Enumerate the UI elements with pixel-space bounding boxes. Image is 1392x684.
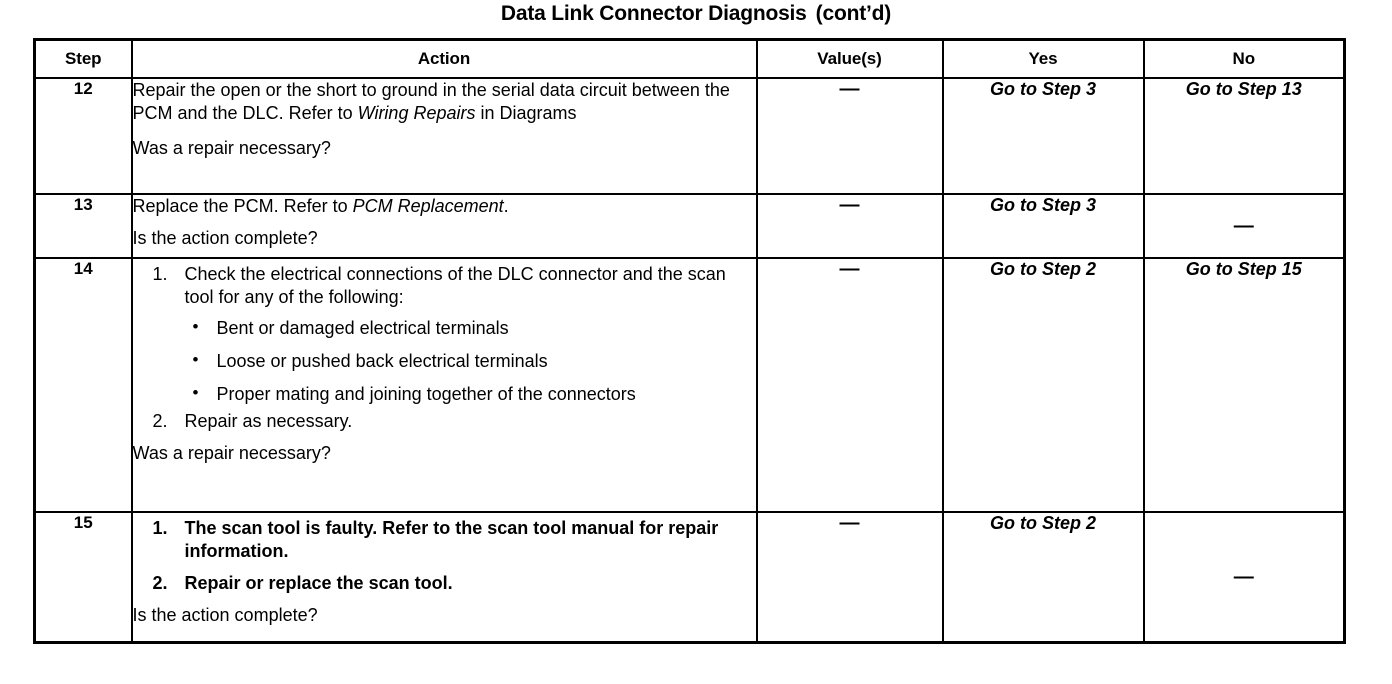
value-cell: — [755,193,944,259]
action-text-italic: PCM Replacement [352,196,504,216]
list-item-text: Proper mating and joining together of th… [216,383,636,404]
yes-branch: Go to Step 2 [941,511,1145,644]
table-row: 12 Repair the open or the short to groun… [33,77,1346,195]
action-content: 1. The scan tool is faulty. Refer to the… [130,511,758,644]
action-content: 1. Check the electrical connections of t… [130,257,758,513]
list-item-text: Loose or pushed back electrical terminal… [216,350,548,371]
bullet-icon: • [192,316,199,336]
action-numbered-list: 1. Check the electrical connections of t… [133,263,756,433]
action-numbered-list: 1. The scan tool is faulty. Refer to the… [133,517,756,595]
page-title-main: Data Link Connector Diagnosis [500,2,807,25]
value-cell: — [755,511,944,644]
list-item: 2. Repair as necessary. [133,410,756,433]
list-item-number: 2. [152,410,168,431]
step-number: 13 [33,193,133,259]
list-item-text: The scan tool is faulty. Refer to the sc… [184,518,719,562]
no-branch: Go to Step 15 [1142,257,1346,513]
action-question: Is the action complete? [132,605,318,626]
action-content: Replace the PCM. Refer to PCM Replacemen… [130,193,758,259]
list-item: • Loose or pushed back electrical termin… [185,350,756,373]
em-dash: — [839,258,860,280]
no-branch: — [1142,193,1346,259]
column-header-action: Action [130,38,758,79]
list-item-text: Bent or damaged electrical terminals [216,317,509,338]
column-header-step: Step [33,38,133,79]
value-cell: — [755,77,944,195]
em-dash: — [839,512,860,534]
yes-branch: Go to Step 3 [941,77,1145,195]
list-item-text: Repair as necessary. [184,410,353,431]
list-item-number: 1. [152,518,168,538]
action-question: Was a repair necessary? [132,138,331,159]
action-text-post: in Diagrams [475,103,577,124]
list-item: • Proper mating and joining together of … [185,383,756,406]
yes-branch: Go to Step 2 [941,257,1145,513]
action-question: Was a repair necessary? [132,443,331,464]
action-question: Is the action complete? [132,228,318,249]
em-dash: — [839,194,860,216]
list-item: 2. Repair or replace the scan tool. [133,572,756,595]
step-number: 14 [33,257,133,513]
yes-branch: Go to Step 3 [941,193,1145,259]
list-item-text: Check the electrical connections of the … [184,264,726,308]
action-text-pre: Repair the open or the short to ground i… [132,80,730,124]
no-branch: — [1142,511,1346,644]
list-item: 1. Check the electrical connections of t… [133,263,756,406]
bullet-icon: • [192,382,199,402]
list-item-number: 1. [152,264,168,284]
action-text-post: . [503,196,509,216]
list-item: • Bent or damaged electrical terminals [185,317,756,340]
value-cell: — [755,257,944,513]
bullet-icon: • [192,349,199,369]
page-title: Data Link Connector Diagnosis (cont’d) [0,2,1392,26]
page-title-continued: (cont’d) [815,2,892,25]
list-item-text: Repair or replace the scan tool. [184,572,453,593]
action-text-italic: Wiring Repairs [357,103,476,124]
table-row: 15 1. The scan tool is faulty. Refer to … [33,511,1346,644]
em-dash: — [839,78,860,100]
column-header-no: No [1142,38,1346,79]
diagnostic-table: Step Action Value(s) Yes No 12 Repair th… [33,38,1346,644]
table-header-row: Step Action Value(s) Yes No [33,38,1346,79]
em-dash: — [1233,214,1254,237]
em-dash: — [1233,565,1254,588]
no-branch: Go to Step 13 [1142,77,1346,195]
step-number: 12 [33,77,133,195]
column-header-yes: Yes [941,38,1145,79]
action-paragraph: Repair the open or the short to ground i… [133,79,756,125]
action-bullet-list: • Bent or damaged electrical terminals •… [185,317,756,406]
table-row: 14 1. Check the electrical connections o… [33,257,1346,513]
action-content: Repair the open or the short to ground i… [130,77,758,195]
action-text-pre: Replace the PCM. Refer to [132,196,353,216]
step-number: 15 [33,511,133,644]
list-item: 1. The scan tool is faulty. Refer to the… [133,517,756,564]
action-paragraph: Replace the PCM. Refer to PCM Replacemen… [133,195,756,218]
column-header-value: Value(s) [755,38,944,79]
table-row: 13 Replace the PCM. Refer to PCM Replace… [33,193,1346,259]
list-item-number: 2. [152,572,168,593]
